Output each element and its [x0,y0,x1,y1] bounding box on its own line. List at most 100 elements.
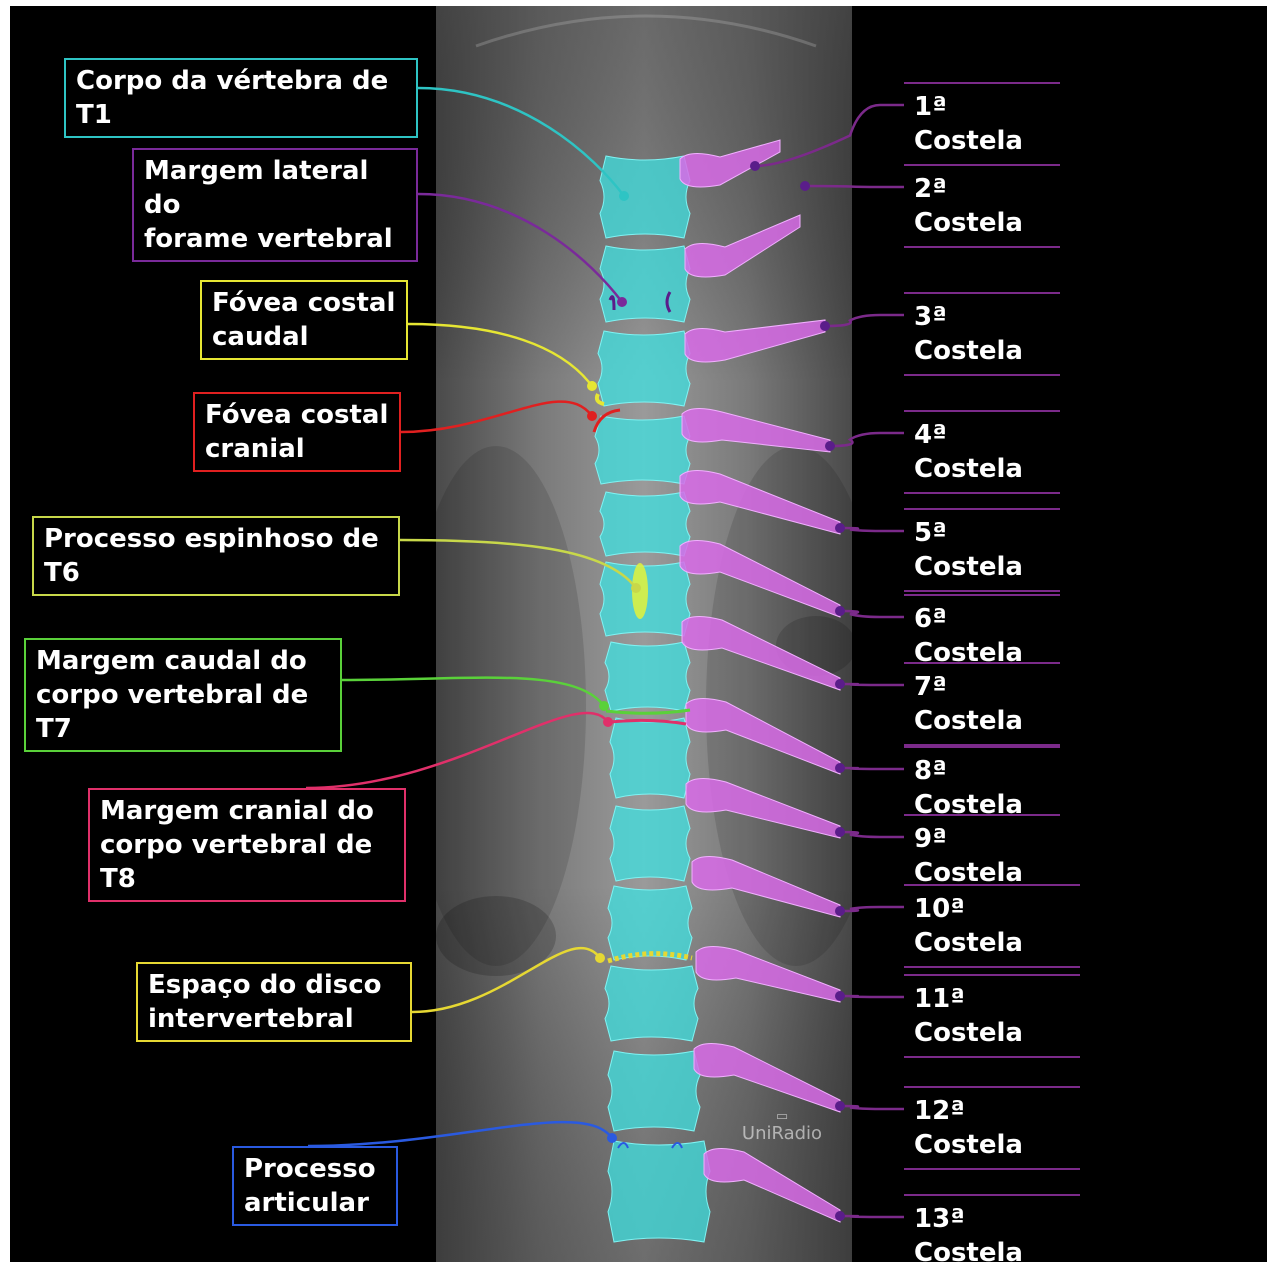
rib-leader-6 [840,611,904,617]
dot-cranial-fovea [587,411,597,421]
rib-leader-1 [755,105,904,166]
rib-dot-2 [800,181,810,191]
leader-cranial-fovea [401,402,592,432]
rib-leader-5 [840,528,904,531]
vertebra-13 [608,1141,710,1242]
rib-shape-3 [685,320,825,362]
label-articular-process: Processo articular [232,1146,398,1226]
rib-dot-11 [835,991,845,1001]
rib-dot-6 [835,606,845,616]
vertebra-11 [605,966,698,1041]
dot-lateral-margin [617,297,627,307]
rib-shape-10 [692,856,840,917]
label-t7-caudal-margin: Margem caudal do corpo vertebral de T7 [24,638,342,752]
dot-t6-spinous [631,583,641,593]
label-t1-body-text: Corpo da vértebra de T1 [76,64,406,132]
rib-label-1: 1ª Costela [904,82,1060,166]
rib-leader-8 [840,768,904,769]
vertebra-2 [600,246,690,322]
label-disc-space: Espaço do disco intervertebral [136,962,412,1042]
leader-articular-process [308,1122,612,1146]
vertebra-3 [598,331,690,406]
vertebra-5 [600,492,690,556]
label-t8-cranial-margin: Margem cranial do corpo vertebral de T8 [88,788,406,902]
leader-t8-cranial-margin [306,713,608,788]
rib-dot-13 [835,1211,845,1221]
watermark: ▭ UniRadio [732,1110,832,1144]
rib-leader-11 [840,996,904,997]
dot-caudal-fovea [587,381,597,391]
label-t8-cranial-margin-text: Margem cranial do corpo vertebral de T8 [100,794,394,896]
rib-shape-13 [704,1148,840,1222]
dot-articular-process [607,1133,617,1143]
label-cranial-fovea: Fóvea costal cranial [193,392,401,472]
rib-leader-3 [825,315,904,326]
rib-leader-10 [840,907,904,911]
label-caudal-fovea: Fóvea costal caudal [200,280,408,360]
label-t6-spinous-text: Processo espinhoso de T6 [44,522,388,590]
label-cranial-fovea-text: Fóvea costal cranial [205,398,389,466]
label-lateral-margin: Margem lateral do forame vertebral [132,148,418,262]
rib-label-11: 11ª Costela [904,974,1080,1058]
rib-label-3: 3ª Costela [904,292,1060,376]
rib-label-10: 10ª Costela [904,884,1080,968]
label-t1-body: Corpo da vértebra de T1 [64,58,418,138]
rib-leader-4 [830,433,904,446]
rib-shape-1 [680,140,780,187]
leader-t1-body [418,88,624,196]
rib-dot-1 [750,161,760,171]
diagram-canvas: Corpo da vértebra de T1 Margem lateral do… [10,6,1267,1262]
rib-leader-7 [840,684,904,685]
dot-disc-space [595,953,605,963]
rib-shape-7 [682,616,840,690]
rib-dot-5 [835,523,845,533]
vertebra-7 [605,642,690,711]
rib-dot-8 [835,763,845,773]
rib-leader-9 [840,832,904,837]
leader-disc-space [412,948,600,1012]
vertebra-8 [610,718,690,798]
rib-shape-5 [680,470,840,534]
leader-caudal-fovea [408,324,592,386]
label-articular-process-text: Processo articular [244,1152,386,1220]
rib-label-7: 7ª Costela [904,662,1060,746]
vertebra-4 [595,416,690,484]
rib-leader-2 [805,186,904,187]
rib-dot-12 [835,1101,845,1111]
rib-leader-13 [840,1216,904,1217]
rib-label-13: 13ª Costela [904,1194,1080,1262]
rib-dot-4 [825,441,835,451]
dot-t7-caudal-margin [599,701,609,711]
rib-shape-8 [686,698,840,774]
vertebra-10 [608,886,692,960]
label-disc-space-text: Espaço do disco intervertebral [148,968,400,1036]
leader-t7-caudal-margin [342,678,604,706]
rib-leader-12 [840,1106,904,1109]
rib-dot-9 [835,827,845,837]
rib-label-5: 5ª Costela [904,508,1060,592]
rib-shape-12 [694,1043,840,1112]
t7-margin-shape [606,710,690,713]
rib-dot-10 [835,906,845,916]
label-lateral-margin-text: Margem lateral do forame vertebral [144,154,406,256]
leader-lateral-margin [418,194,622,302]
rib-dot-7 [835,679,845,689]
label-t6-spinous: Processo espinhoso de T6 [32,516,400,596]
rib-shape-11 [696,946,840,1002]
rib-label-4: 4ª Costela [904,410,1060,494]
rib-label-2: 2ª Costela [904,164,1060,248]
rib-shape-9 [686,778,840,838]
vertebra-9 [610,806,690,881]
dot-t8-cranial-margin [603,717,613,727]
dot-t1-body [619,191,629,201]
label-caudal-fovea-text: Fóvea costal caudal [212,286,396,354]
watermark-text: UniRadio [742,1123,822,1144]
label-t7-caudal-margin-text: Margem caudal do corpo vertebral de T7 [36,644,330,746]
rib-shape-2 [685,215,800,277]
vertebra-12 [608,1051,700,1131]
uniradio-icon: ▭ [732,1110,832,1124]
vertebra-1 [600,156,690,238]
rib-dot-3 [820,321,830,331]
rib-shape-4 [682,408,830,452]
